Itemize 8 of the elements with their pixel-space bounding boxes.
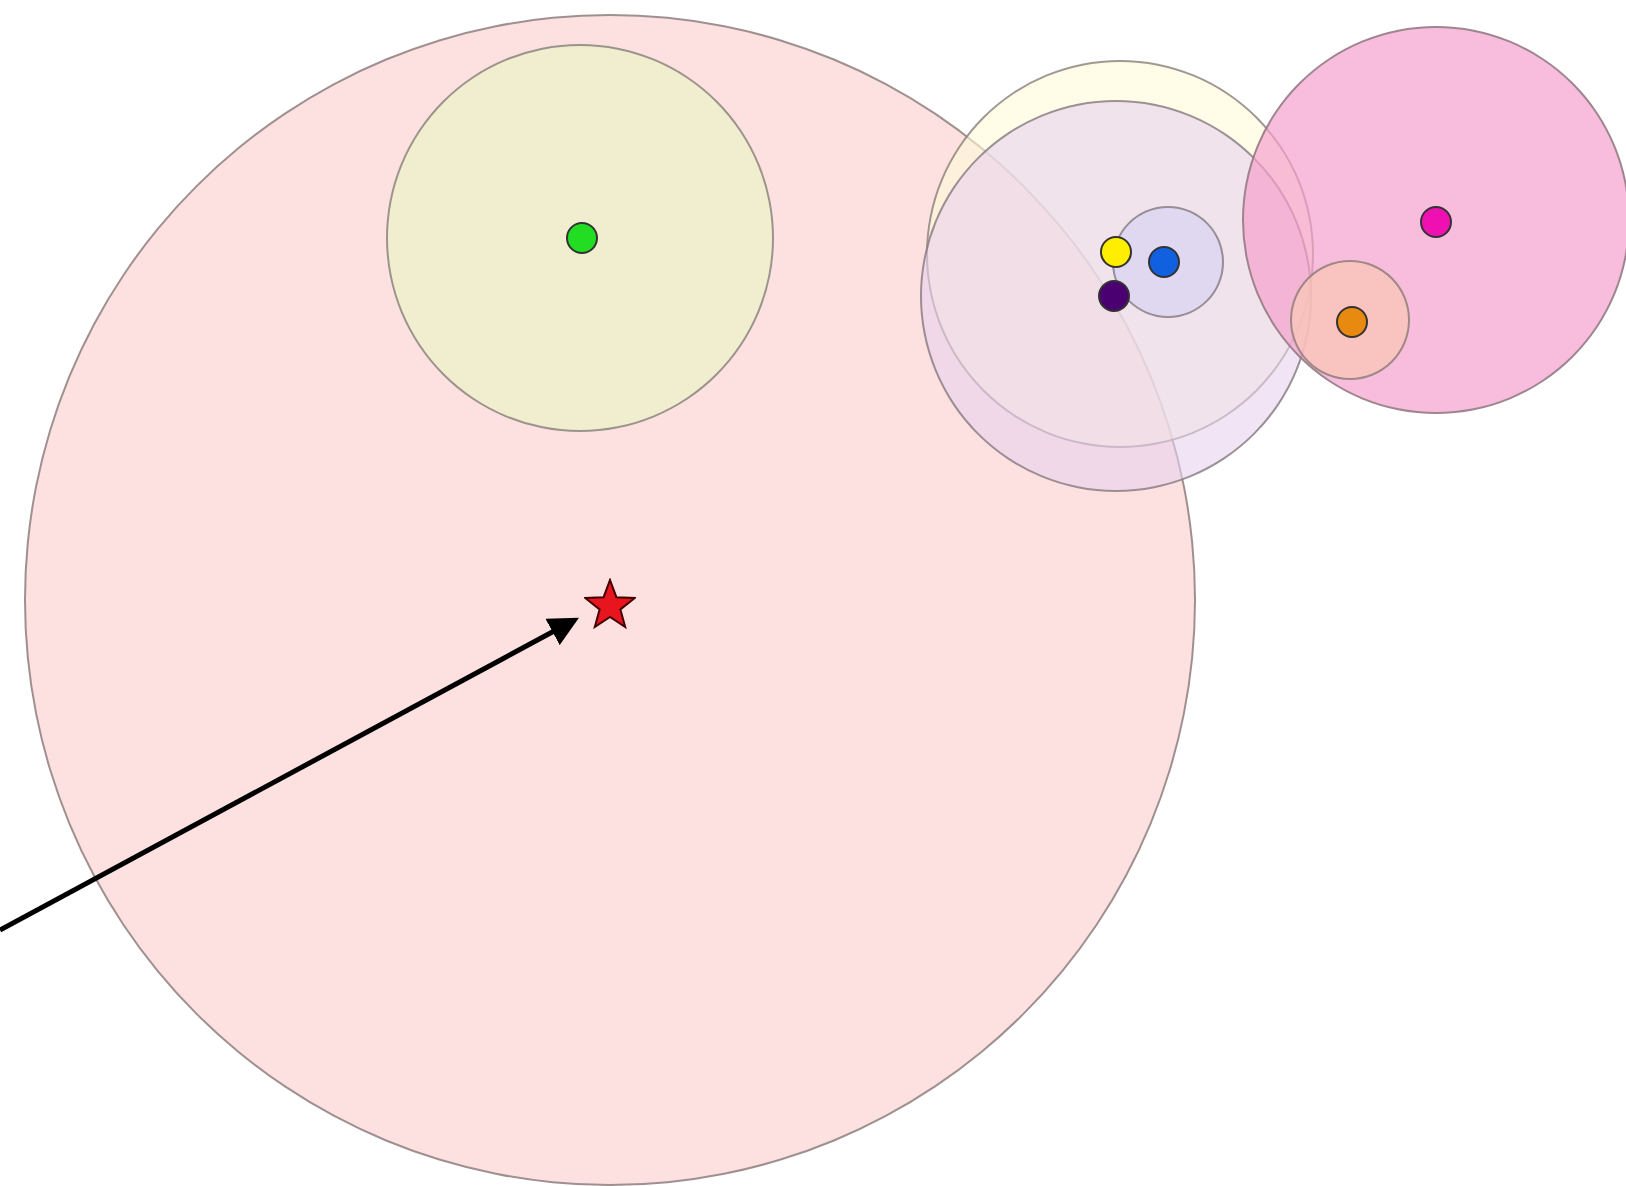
- dot: [1098, 280, 1130, 312]
- arrow: [0, 617, 579, 933]
- dot: [1420, 206, 1452, 238]
- star-marker: [584, 578, 636, 630]
- dot: [1336, 306, 1368, 338]
- dot: [1148, 246, 1180, 278]
- dot: [566, 222, 598, 254]
- dot: [1100, 236, 1132, 268]
